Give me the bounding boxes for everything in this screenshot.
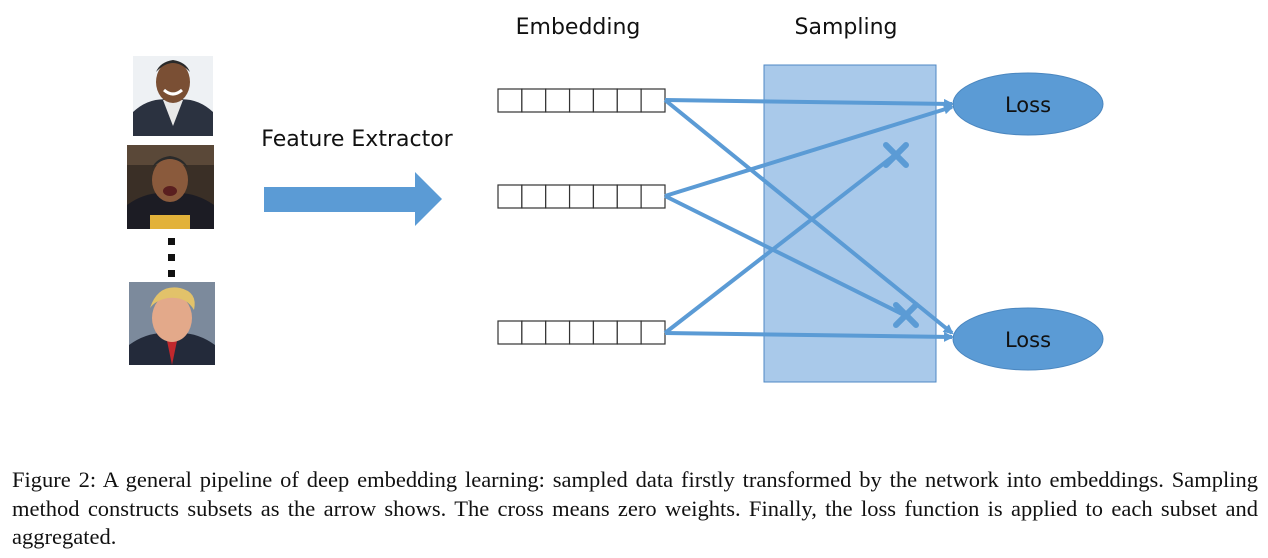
loss-node-1: Loss — [952, 72, 1104, 136]
embedding-cell — [568, 184, 595, 209]
connection-e2-loss1 — [664, 104, 954, 198]
embedding-cell — [616, 88, 642, 113]
sampling-heading: Sampling — [795, 15, 898, 40]
connection-e3-loss2 — [664, 331, 954, 342]
embedding-cell — [640, 184, 666, 209]
embedding-cell — [545, 320, 571, 345]
embedding-cell — [497, 88, 523, 113]
embedding-cell — [497, 184, 523, 209]
feature-extractor-arrow — [264, 172, 442, 226]
embedding-cell — [545, 88, 571, 113]
pipeline-diagram: Embedding Sampling Feature Extractor — [127, 15, 1104, 383]
embedding-cell — [521, 320, 547, 345]
embedding-cell — [521, 88, 547, 113]
embedding-cell — [592, 320, 618, 345]
zero-weight-cross-icon — [893, 302, 919, 328]
embedding-cell — [568, 320, 595, 345]
embedding-vector-1 — [497, 88, 666, 113]
embedding-vector-2 — [497, 184, 666, 209]
feature-extractor-label: Feature Extractor — [261, 127, 453, 152]
embedding-cell — [592, 88, 618, 113]
embedding-cell — [497, 320, 523, 345]
embedding-cell — [521, 184, 547, 209]
zero-weight-cross-icon — [883, 142, 909, 168]
embedding-cell — [616, 320, 642, 345]
loss-label-1: Loss — [1005, 93, 1051, 117]
embedding-cell — [592, 184, 618, 209]
connection-lines — [663, 98, 954, 342]
embedding-vector-3 — [497, 320, 666, 345]
face-photo-2 — [127, 145, 214, 229]
face-photo-1 — [133, 56, 213, 136]
embedding-cell — [568, 88, 595, 113]
loss-node-2: Loss — [952, 307, 1104, 371]
sampling-box — [763, 64, 937, 383]
embedding-cell — [640, 88, 666, 113]
connection-e3-loss1 — [663, 152, 898, 335]
embedding-heading: Embedding — [516, 15, 641, 40]
embedding-cell — [545, 184, 571, 209]
loss-label-2: Loss — [1005, 328, 1051, 352]
embedding-cell — [616, 184, 642, 209]
connection-e1-loss1 — [664, 98, 954, 109]
face-photo-3 — [129, 282, 215, 365]
figure-caption: Figure 2: A general pipeline of deep emb… — [12, 467, 1258, 549]
connection-e1-loss2 — [663, 98, 954, 335]
vertical-ellipsis — [168, 238, 175, 277]
connection-e2-loss2 — [664, 194, 907, 318]
embedding-cell — [640, 320, 666, 345]
